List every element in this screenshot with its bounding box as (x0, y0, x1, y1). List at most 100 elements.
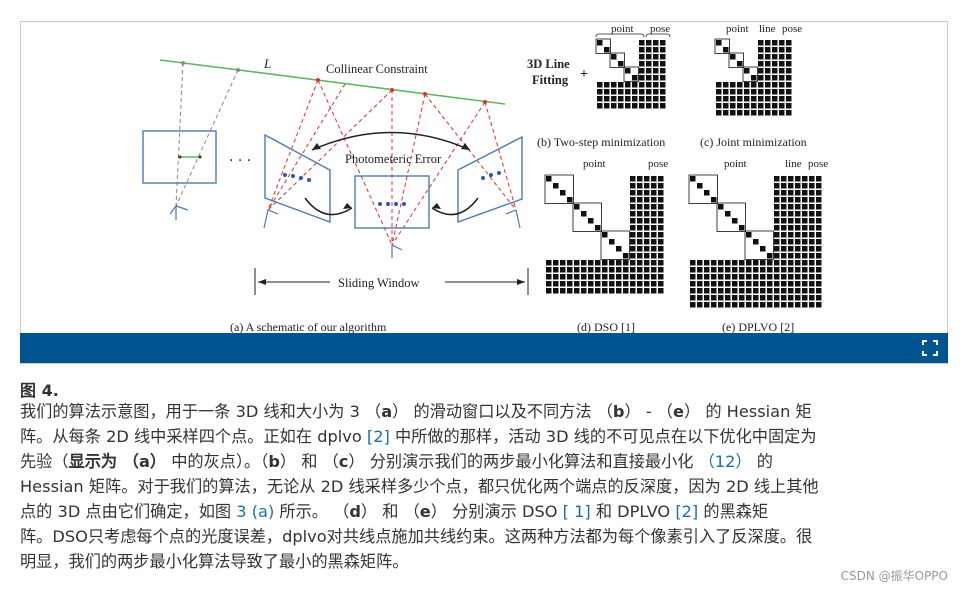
matrix-cell (581, 281, 587, 287)
matrix-cell (774, 274, 780, 280)
matrix-cell (618, 61, 624, 67)
matrix-cell (802, 232, 808, 238)
matrix-cell (704, 260, 710, 266)
matrix-cell (688, 174, 718, 204)
matrix-cell (623, 253, 629, 259)
matrix-cell (802, 239, 808, 245)
matrix-cell (772, 75, 778, 81)
caption-text: 阵。从每条 2D 线中采样四个点。正如在 dplvo (20, 427, 367, 446)
matrix-cell (597, 103, 603, 109)
matrix-cell (795, 246, 801, 252)
matrix-cell (639, 82, 645, 88)
matrix-cell (760, 267, 766, 273)
reference-link[interactable]: [2] (675, 502, 699, 521)
matrix-cell (737, 110, 743, 116)
panel-b-plus: + (580, 67, 588, 82)
matrix-cell (765, 82, 771, 88)
matrix-cell (602, 274, 608, 280)
matrix-cell (690, 295, 696, 301)
matrix-cell (711, 288, 717, 294)
matrix-cell (816, 295, 822, 301)
matrix-cell (781, 246, 787, 252)
matrix-cell (651, 183, 657, 189)
matrix-cell (765, 47, 771, 53)
matrix-cell (630, 281, 636, 287)
matrix-cell (772, 68, 778, 74)
matrix-cell (742, 66, 758, 82)
caption-line-7: 明显，我们的两步最小化算法导致了最小的黑森矩阵。 (20, 552, 409, 571)
matrix-cell (765, 40, 771, 46)
panel-c-label-point: point (726, 23, 749, 35)
expand-icon[interactable] (922, 340, 938, 356)
matrix-cell (639, 96, 645, 102)
matrix-cell (658, 288, 664, 294)
reference-link[interactable]: [2] (366, 427, 390, 446)
matrix-cell (816, 176, 822, 182)
matrix-cell (786, 68, 792, 74)
matrix-cell (718, 288, 724, 294)
matrix-cell (809, 232, 815, 238)
matrix-cell (625, 82, 631, 88)
matrix-cell (658, 176, 664, 182)
matrix-cell (744, 96, 750, 102)
matrix-cell (588, 288, 594, 294)
matrix-cell (774, 260, 780, 266)
matrix-cell (739, 281, 745, 287)
matrix-cell (660, 75, 666, 81)
matrix-cell (753, 302, 759, 308)
matrix-cell (644, 204, 650, 210)
matrix-cell (781, 183, 787, 189)
matrix-cell (560, 274, 566, 280)
caption-text: 中所做的那样，活动 3D 线的不可见点在以下优化中固定为 (389, 427, 817, 446)
matrix-cell (760, 260, 766, 266)
matrix-cell (637, 225, 643, 231)
matrix-cell (630, 176, 636, 182)
matrix-cell (758, 89, 764, 95)
matrix-cell (604, 89, 610, 95)
matrix-cell (758, 96, 764, 102)
matrix-cell (704, 267, 710, 273)
matrix-cell (802, 267, 808, 273)
matrix-cell (816, 274, 822, 280)
matrix-cell (581, 260, 587, 266)
matrix-cell (716, 89, 722, 95)
matrix-cell (653, 61, 659, 67)
figure-link[interactable]: 3 (a) (236, 502, 275, 521)
matrix-cell (618, 82, 624, 88)
matrix-cell (744, 110, 750, 116)
matrix-cell (567, 197, 573, 203)
matrix-cell (816, 197, 822, 203)
reference-link[interactable]: [ 1] (562, 502, 591, 521)
matrix-cell (751, 110, 757, 116)
equation-link[interactable]: （12） (698, 452, 752, 471)
matrix-cell (639, 47, 645, 53)
matrix-cell (567, 274, 573, 280)
matrix-cell (746, 232, 752, 238)
matrix-cell (711, 295, 717, 301)
matrix-cell (746, 295, 752, 301)
matrix-cell (644, 232, 650, 238)
matrix-cell (602, 232, 608, 238)
matrix-cell (602, 260, 608, 266)
matrix-cell (632, 96, 638, 102)
matrix-cell (658, 274, 664, 280)
matrix-cell (816, 246, 822, 252)
matrix-cell (725, 281, 731, 287)
matrix-cell (739, 274, 745, 280)
matrix-cell (653, 103, 659, 109)
matrix-cell (786, 75, 792, 81)
matrix-cell (730, 110, 736, 116)
matrix-cell (597, 89, 603, 95)
matrix-cell (779, 89, 785, 95)
matrix-cell (651, 232, 657, 238)
matrix-cell (795, 225, 801, 231)
matrix-cell (816, 281, 822, 287)
line-label: L (263, 56, 271, 71)
panel-e-label-line: line (785, 158, 802, 170)
matrix-cell (802, 253, 808, 259)
caption-bold: c (338, 452, 349, 471)
matrix-cell (753, 267, 759, 273)
matrix-cell (711, 274, 717, 280)
matrix-cell (753, 281, 759, 287)
sliding-window-label: Sliding Window (338, 276, 420, 290)
